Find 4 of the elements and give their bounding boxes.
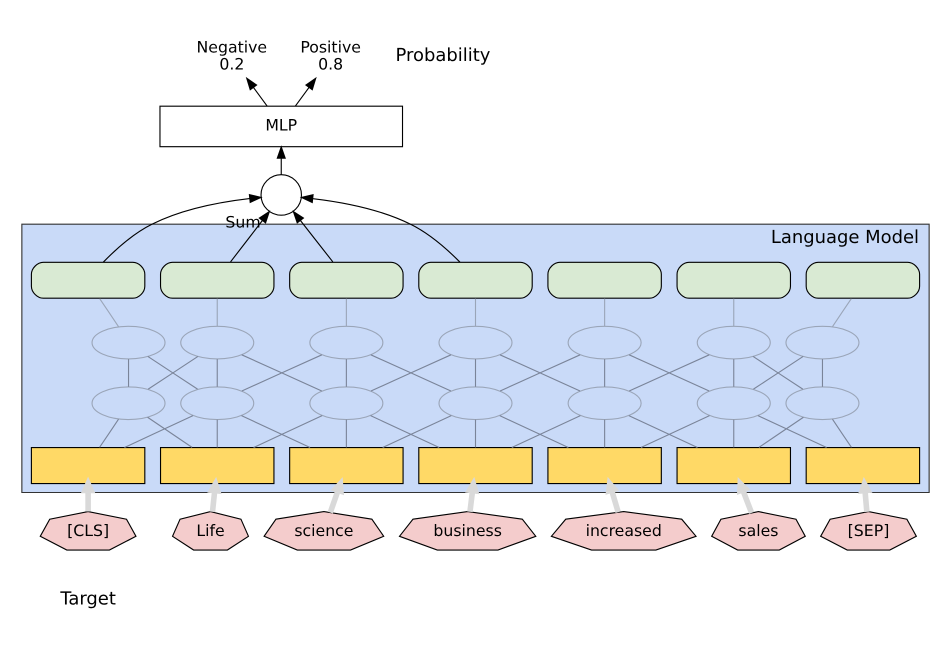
label: Probability <box>395 44 490 66</box>
node-text: Negative 0.2 <box>196 37 268 73</box>
node-text: Positive 0.8 <box>300 37 361 73</box>
label: Target <box>60 588 116 610</box>
